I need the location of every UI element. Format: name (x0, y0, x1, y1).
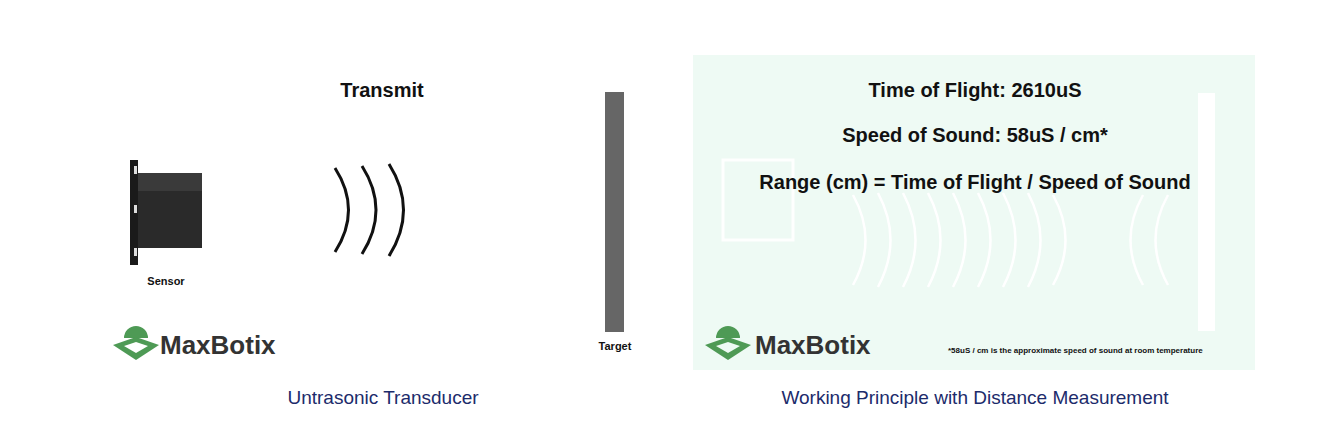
caption: Working Principle with Distance Measurem… (781, 387, 1168, 409)
sensor-body (138, 173, 202, 248)
target-label: Target (599, 340, 632, 353)
formula-panel: Time of Flight: 2610uS Speed of Sound: 58… (693, 55, 1255, 370)
target-bar (605, 92, 624, 332)
sensor: Sensor (120, 155, 215, 295)
logo-text: MaxBotix (160, 331, 276, 361)
logo-icon (113, 326, 159, 360)
footnote: *58uS / cm is the approximate speed of s… (948, 346, 1203, 355)
sensor-pin (134, 205, 137, 213)
sensor-pin (134, 166, 137, 174)
sensor-pin (134, 248, 137, 256)
time-of-flight: Time of Flight: 2610uS (869, 79, 1082, 102)
range-formula: Range (cm) = Time of Flight / Speed of S… (759, 171, 1190, 194)
caption: Untrasonic Transducer (287, 387, 478, 409)
sound-wave (335, 168, 349, 252)
sensor-label: Sensor (147, 275, 184, 288)
faint-illustration (693, 55, 1255, 370)
transmit-label: Transmit (340, 79, 423, 102)
logo-text: MaxBotix (755, 331, 871, 361)
sensor-plate (130, 160, 138, 265)
sound-wave (362, 166, 376, 254)
sensor-top (138, 173, 202, 191)
speed-of-sound: Speed of Sound: 58uS / cm* (842, 124, 1108, 147)
sound-wave (389, 164, 404, 256)
target: Target (590, 88, 640, 356)
